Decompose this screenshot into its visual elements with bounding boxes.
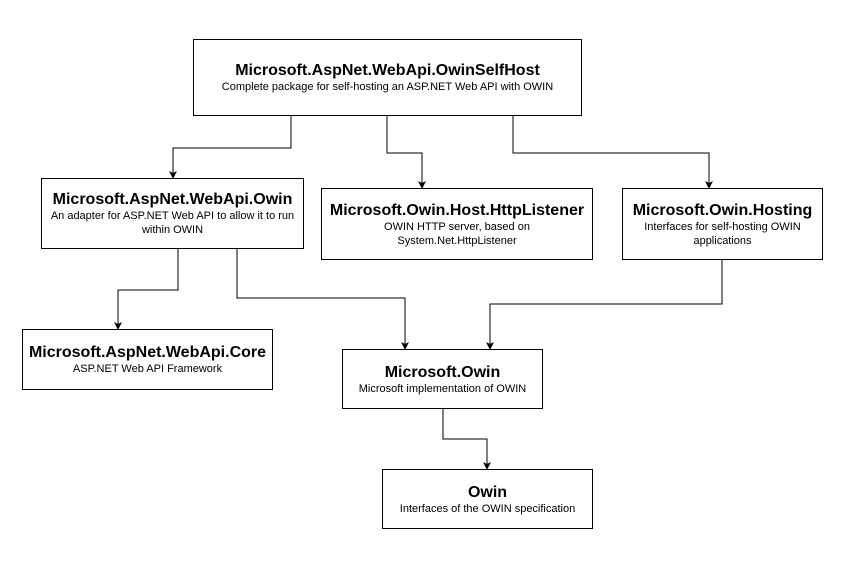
edge-owin_adapter-to-ms_owin [236, 249, 409, 350]
node-description: Interfaces of the OWIN specification [399, 502, 576, 515]
node-title: Owin [467, 483, 508, 501]
node-description: OWIN HTTP server, based on System.Net.Ht… [384, 220, 530, 247]
node-title: Microsoft.Owin.Host.HttpListener [329, 201, 585, 219]
edge-ms_owin-to-owin [442, 409, 491, 470]
edge-hosting-to-ms_owin [486, 260, 723, 350]
node-description: ASP.NET Web API Framework [72, 363, 223, 375]
node-owin-hosting: Microsoft.Owin.Hosting Interfaces for se… [622, 188, 823, 260]
node-owin-selfhost: Microsoft.AspNet.WebApi.OwinSelfHost Com… [193, 39, 582, 116]
node-title: Microsoft.Owin [384, 363, 501, 381]
node-owin-host-httplistener: Microsoft.Owin.Host.HttpListener OWIN HT… [321, 188, 593, 260]
node-title: Microsoft.Owin.Hosting [632, 201, 813, 219]
edge-selfhost-to-http_listener [386, 116, 426, 189]
edge-selfhost-to-owin_adapter [169, 116, 292, 179]
node-title: Microsoft.AspNet.WebApi.Core [28, 344, 267, 361]
edge-selfhost-to-hosting [512, 116, 713, 189]
node-title: Microsoft.AspNet.WebApi.OwinSelfHost [235, 62, 540, 79]
edge-owin_adapter-to-core [114, 249, 179, 330]
node-description: Microsoft implementation of OWIN [358, 382, 527, 395]
node-title: Microsoft.AspNet.WebApi.Owin [52, 191, 293, 208]
node-microsoft-owin: Microsoft.Owin Microsoft implementation … [342, 349, 543, 409]
node-owin: Owin Interfaces of the OWIN specificatio… [382, 469, 593, 529]
node-description: Complete package for self-hosting an ASP… [221, 81, 554, 93]
node-webapi-owin: Microsoft.AspNet.WebApi.Owin An adapter … [41, 178, 304, 249]
node-webapi-core: Microsoft.AspNet.WebApi.Core ASP.NET Web… [22, 329, 273, 390]
node-description: Interfaces for self-hosting OWIN applica… [644, 220, 801, 247]
node-description: An adapter for ASP.NET Web API to allow … [50, 210, 295, 236]
